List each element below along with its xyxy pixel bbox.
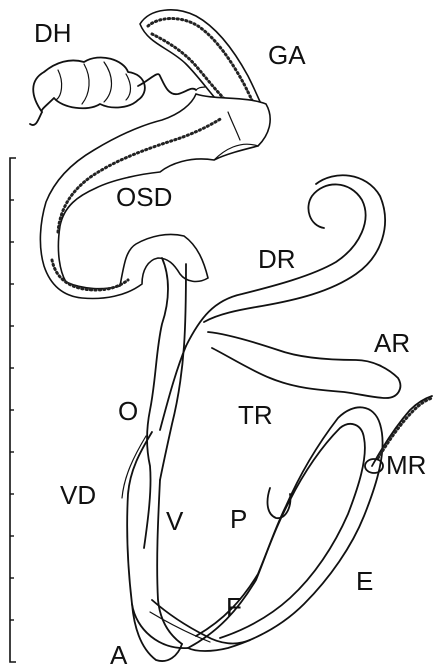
label-osd: OSD (116, 182, 172, 212)
label-v: V (166, 506, 184, 536)
label-f: F (226, 592, 242, 622)
label-ar: AR (374, 328, 410, 358)
label-dh: DH (34, 18, 72, 48)
vas-deferens (122, 432, 188, 648)
label-mr: MR (386, 450, 426, 480)
penis-epiphallus (188, 407, 383, 651)
accessory-region (208, 332, 400, 398)
label-tr: TR (238, 400, 273, 430)
free-oviduct (144, 258, 186, 548)
label-o: O (118, 396, 138, 426)
label-vd: VD (60, 480, 96, 510)
scale-bar (10, 158, 16, 662)
label-a: A (110, 640, 128, 668)
label-p: P (230, 504, 247, 534)
label-dr: DR (258, 244, 296, 274)
label-e: E (356, 566, 373, 596)
label-ga: GA (268, 40, 306, 70)
atrium (132, 604, 182, 661)
